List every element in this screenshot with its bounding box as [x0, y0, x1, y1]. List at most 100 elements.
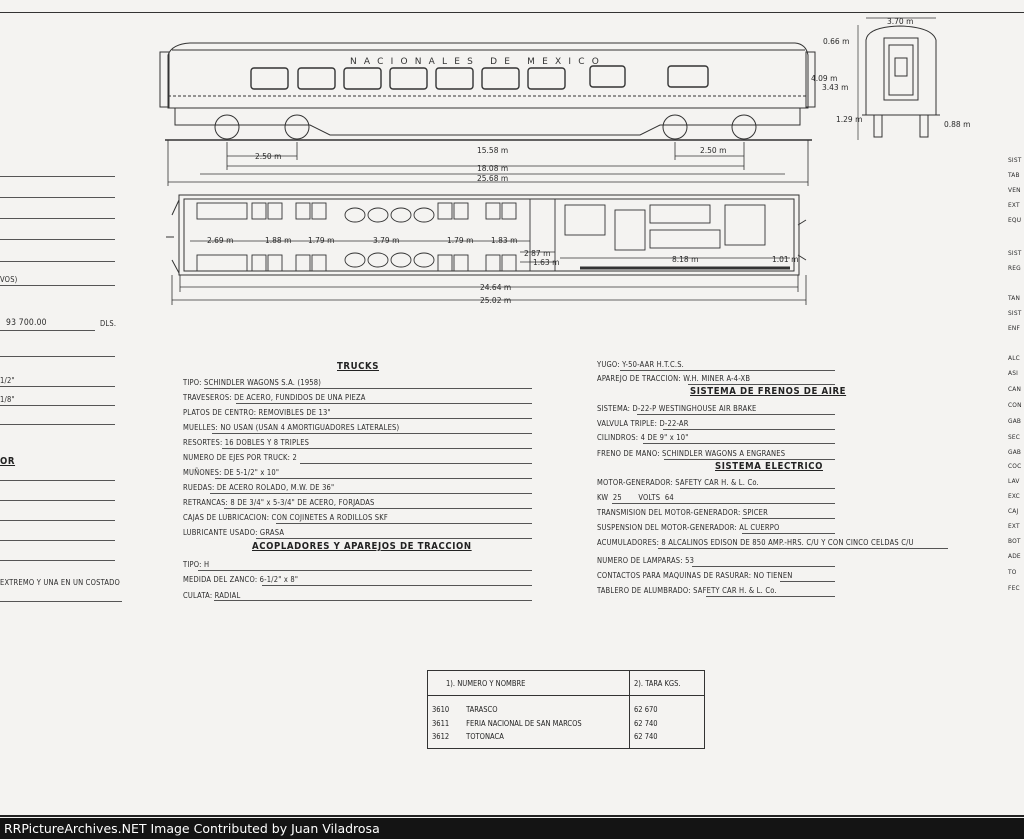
dim-end-roof: 0.66 m	[823, 37, 849, 46]
dim-truck-left: 2.50 m	[255, 152, 281, 161]
frenos-row: CILINDROS: 4 DE 9" x 10"	[597, 433, 689, 442]
electrico-row: SUSPENSION DEL MOTOR-GENERADOR: AL CUERP…	[597, 523, 780, 532]
table-row: 3612 TOTONACA 62 740	[428, 729, 705, 749]
left-frag-eighth: 1/8"	[0, 395, 15, 404]
trucks-heading: TRUCKS	[337, 361, 380, 372]
form-line	[0, 424, 115, 425]
form-line	[0, 218, 115, 219]
price-unit: DLS.	[100, 319, 117, 328]
right-edge-label: SIST	[1008, 309, 1022, 317]
right-edge-label: CAN	[1008, 385, 1022, 393]
dim-plan-overall: 25.02 m	[480, 296, 511, 305]
form-line	[0, 560, 115, 561]
trucks-row: MUÑONES: DE 5-1/2" x 10"	[183, 468, 280, 477]
floor-plan-drawing	[166, 194, 807, 305]
dim-plan-seg4: 3.79 m	[373, 236, 399, 245]
trucks-row: PLATOS DE CENTRO: REMOVIBLES DE 13"	[183, 408, 331, 417]
left-frag-extremo: EXTREMO Y UNA EN UN COSTADO	[0, 578, 121, 587]
car-lettering: NACIONALES DE MEXICO	[350, 57, 606, 67]
form-line	[0, 239, 115, 240]
right-edge-label: EQU	[1008, 216, 1022, 224]
aparejo-row: APAREJO DE TRACCION: W.H. MINER A-4-XB	[597, 374, 751, 383]
electrico-row: TABLERO DE ALUMBRADO: SAFETY CAR H. & L.…	[597, 586, 777, 595]
form-line	[0, 197, 115, 198]
form-line	[0, 480, 115, 481]
acopladores-row: MEDIDA DEL ZANCO: 6-1/2" x 8"	[183, 575, 299, 584]
dim-plan-seg2: 1.88 m	[265, 236, 291, 245]
right-edge-label: ASI	[1008, 369, 1019, 377]
form-line	[0, 285, 115, 286]
motor-generador-row: MOTOR-GENERADOR: SAFETY CAR H. & L. Co.	[597, 478, 759, 487]
dim-end-width: 3.70 m	[887, 17, 913, 26]
side-elevation-drawing	[159, 42, 816, 141]
right-edge-label: VEN	[1008, 186, 1021, 194]
trucks-row: TRAVESEROS: DE ACERO, FUNDIDOS DE UNA PI…	[183, 393, 366, 402]
elevation-dimensions	[167, 140, 809, 186]
price-value: 93 700.00	[6, 318, 47, 328]
right-edge-label: ENF	[1008, 324, 1021, 332]
right-edge-label: GAB	[1008, 448, 1022, 456]
cars-table-header-name: 1). NUMERO Y NOMBRE	[427, 670, 630, 696]
acopladores-row: CULATA: RADIAL	[183, 591, 241, 600]
dim-end-body: 3.43 m	[822, 83, 848, 92]
acopladores-row: TIPO: H	[183, 560, 210, 569]
trucks-row: LUBRICANTE USADO: GRASA	[183, 528, 285, 537]
dim-overall: 25.68 m	[477, 174, 508, 183]
right-edge-label: ADE	[1008, 552, 1021, 560]
left-frag-vos: VOS)	[0, 275, 18, 284]
electrico-row: CONTACTOS PARA MAQUINAS DE RASURAR: NO T…	[597, 571, 793, 580]
yugo-row: YUGO: Y-50-AAR H.T.C.S.	[597, 360, 685, 369]
table-row: 3610 TARASCO 62 670	[428, 695, 705, 717]
right-edge-label: SIST	[1008, 249, 1022, 257]
dim-plan-end: 1.01 m	[772, 255, 798, 264]
dim-over-trucks: 18.08 m	[477, 164, 508, 173]
left-frag-or: OR	[0, 456, 16, 467]
right-edge-label: FEC	[1008, 584, 1020, 592]
right-edge-label: EXT	[1008, 201, 1020, 209]
form-line	[0, 405, 115, 406]
trucks-row: RESORTES: 16 DOBLES Y 8 TRIPLES	[183, 438, 310, 447]
car-drawings: NACIONALES DE MEXICO 2.50 m 2.50 m 15.58…	[159, 17, 970, 305]
right-edge-label: GAB	[1008, 417, 1022, 425]
right-edge-label: SIST	[1008, 156, 1022, 164]
cars-table-header-tara: 2). TARA KGS.	[629, 670, 705, 696]
trucks-row: TIPO: SCHINDLER WAGONS S.A. (1958)	[183, 378, 322, 387]
trucks-row: CAJAS DE LUBRICACION: CON COJINETES A RO…	[183, 513, 388, 522]
trucks-row: RUEDAS: DE ACERO ROLADO, M.W. DE 36"	[183, 483, 335, 492]
right-edge-label: LAV	[1008, 477, 1020, 485]
form-line	[0, 500, 115, 501]
electrico-row: ACUMULADORES: 8 ALCALINOS EDISON DE 850 …	[597, 538, 914, 547]
dim-truck-centers: 15.58 m	[477, 146, 508, 155]
form-line	[0, 176, 115, 177]
frenos-row: FRENO DE MANO: SCHINDLER WAGONS A ENGRAN…	[597, 449, 786, 458]
dim-plan-seg3: 1.79 m	[308, 236, 334, 245]
dim-plan-vest2: 1.63 m	[533, 258, 559, 267]
end-view-drawing	[857, 17, 940, 140]
dim-plan-vest1: 2.87 m	[524, 249, 550, 258]
left-frag-half: 1/2"	[0, 376, 15, 385]
electrico-heading: SISTEMA ELECTRICO	[715, 461, 823, 472]
trucks-row: NUMERO DE EJES POR TRUCK: 2	[183, 453, 297, 462]
cars-table: 1). NUMERO Y NOMBRE 2). TARA KGS. 3610 T…	[427, 670, 705, 749]
trucks-row: RETRANCAS: 8 DE 3/4" x 5-3/4" DE ACERO, …	[183, 498, 375, 507]
dim-plan-seg5: 1.79 m	[447, 236, 473, 245]
right-edge-label: ALC	[1008, 354, 1020, 362]
form-line	[0, 386, 115, 387]
top-border-line	[0, 12, 1024, 13]
electrico-row: NUMERO DE LAMPARAS: 53	[597, 556, 695, 565]
frenos-row: SISTEMA: D-22-P WESTINGHOUSE AIR BRAKE	[597, 404, 757, 413]
form-line	[0, 261, 115, 262]
form-line	[0, 601, 122, 602]
dim-plan-body: 24.64 m	[480, 283, 511, 292]
form-line	[0, 356, 115, 357]
right-edge-label: BOT	[1008, 537, 1021, 545]
right-edge-label: SEC	[1008, 433, 1021, 441]
bottom-border-line	[0, 815, 1024, 817]
kw-volts-row: KW 25 VOLTS 64	[597, 493, 674, 502]
right-edge-label: TAB	[1008, 171, 1020, 179]
dim-end-height: 4.09 m	[811, 74, 837, 83]
dim-end-rail: 0.88 m	[944, 120, 970, 129]
electrico-row: TRANSMISION DEL MOTOR-GENERADOR: SPICER	[597, 508, 769, 517]
right-edge-label: COC	[1008, 462, 1022, 470]
dim-plan-seg6: 1.83 m	[491, 236, 517, 245]
